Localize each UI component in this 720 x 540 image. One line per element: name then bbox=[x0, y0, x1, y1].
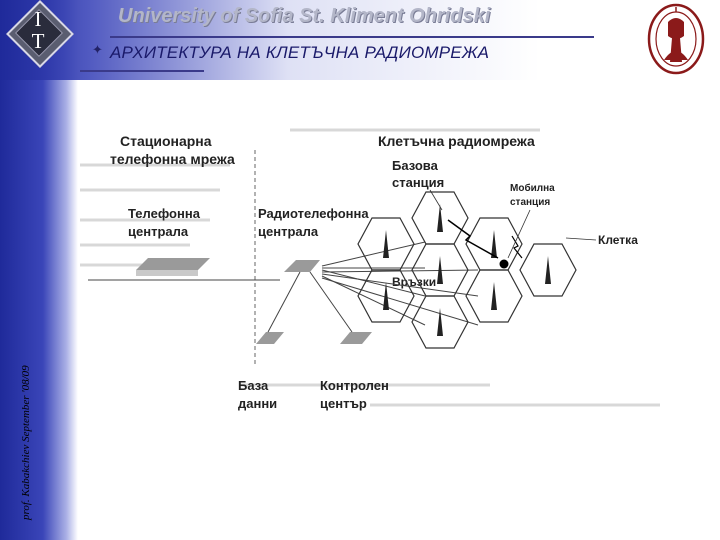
mobile-station-label: Мобилна bbox=[510, 182, 555, 194]
hex-cells bbox=[357, 191, 577, 349]
base-station-label-2: станция bbox=[392, 175, 444, 190]
logo-letter-t: T bbox=[31, 29, 45, 53]
bullet-icon: ✦ bbox=[92, 42, 103, 57]
control-center-label: Контролен bbox=[320, 378, 389, 393]
university-seal-icon bbox=[647, 3, 705, 75]
mobile-station-label-2: станция bbox=[510, 197, 550, 208]
database-box bbox=[256, 332, 284, 344]
database-label: База bbox=[238, 378, 269, 393]
slide-title: АРХИТЕКТУРА НА КЛЕТЪЧНА РАДИОМРЕЖА bbox=[110, 43, 490, 62]
control-center-box bbox=[340, 332, 372, 344]
phone-exchange-label: Телефонна bbox=[128, 206, 201, 221]
title-underline bbox=[80, 70, 204, 72]
sidebar-band bbox=[0, 0, 78, 540]
base-station-antennas bbox=[383, 204, 551, 336]
phone-exchange-box bbox=[136, 258, 210, 270]
fixed-network-label: Стационарна bbox=[120, 133, 212, 149]
control-center-label-2: център bbox=[320, 396, 367, 411]
header-band bbox=[0, 0, 720, 80]
radio-exchange-label-2: централа bbox=[258, 224, 319, 239]
logo-letter-i: I bbox=[34, 7, 42, 31]
database-label-2: данни bbox=[238, 396, 277, 411]
title-divider bbox=[110, 36, 594, 38]
radio-link-bolt-icon-2 bbox=[511, 235, 523, 259]
author-caption: prof. Kabakchiev September '08/09 bbox=[20, 365, 32, 520]
pointer-lines bbox=[429, 189, 597, 259]
it-logo-letters: I T bbox=[26, 8, 50, 52]
fixed-network-label-2: телефонна мрежа bbox=[110, 151, 235, 167]
phone-exchange-box-side bbox=[136, 270, 198, 276]
base-station-label: Базова bbox=[392, 158, 439, 173]
university-title: University of Sofia St. Kliment Ohridski bbox=[118, 5, 491, 27]
mobile-station-dot bbox=[499, 259, 509, 269]
background-texture bbox=[80, 128, 660, 407]
radio-exchange-box bbox=[284, 260, 320, 272]
cell-label: Клетка bbox=[598, 233, 638, 247]
phone-exchange-label-2: централа bbox=[128, 224, 189, 239]
cellular-network-label: Клетъчна радиомрежа bbox=[378, 133, 535, 149]
radio-exchange-label: Радиотелефонна bbox=[258, 206, 369, 221]
radio-link-bolt-icon bbox=[447, 219, 499, 259]
cellular-network-diagram: Стационарна телефонна мрежа Клетъчна рад… bbox=[80, 128, 660, 411]
connection-lines bbox=[88, 241, 479, 333]
